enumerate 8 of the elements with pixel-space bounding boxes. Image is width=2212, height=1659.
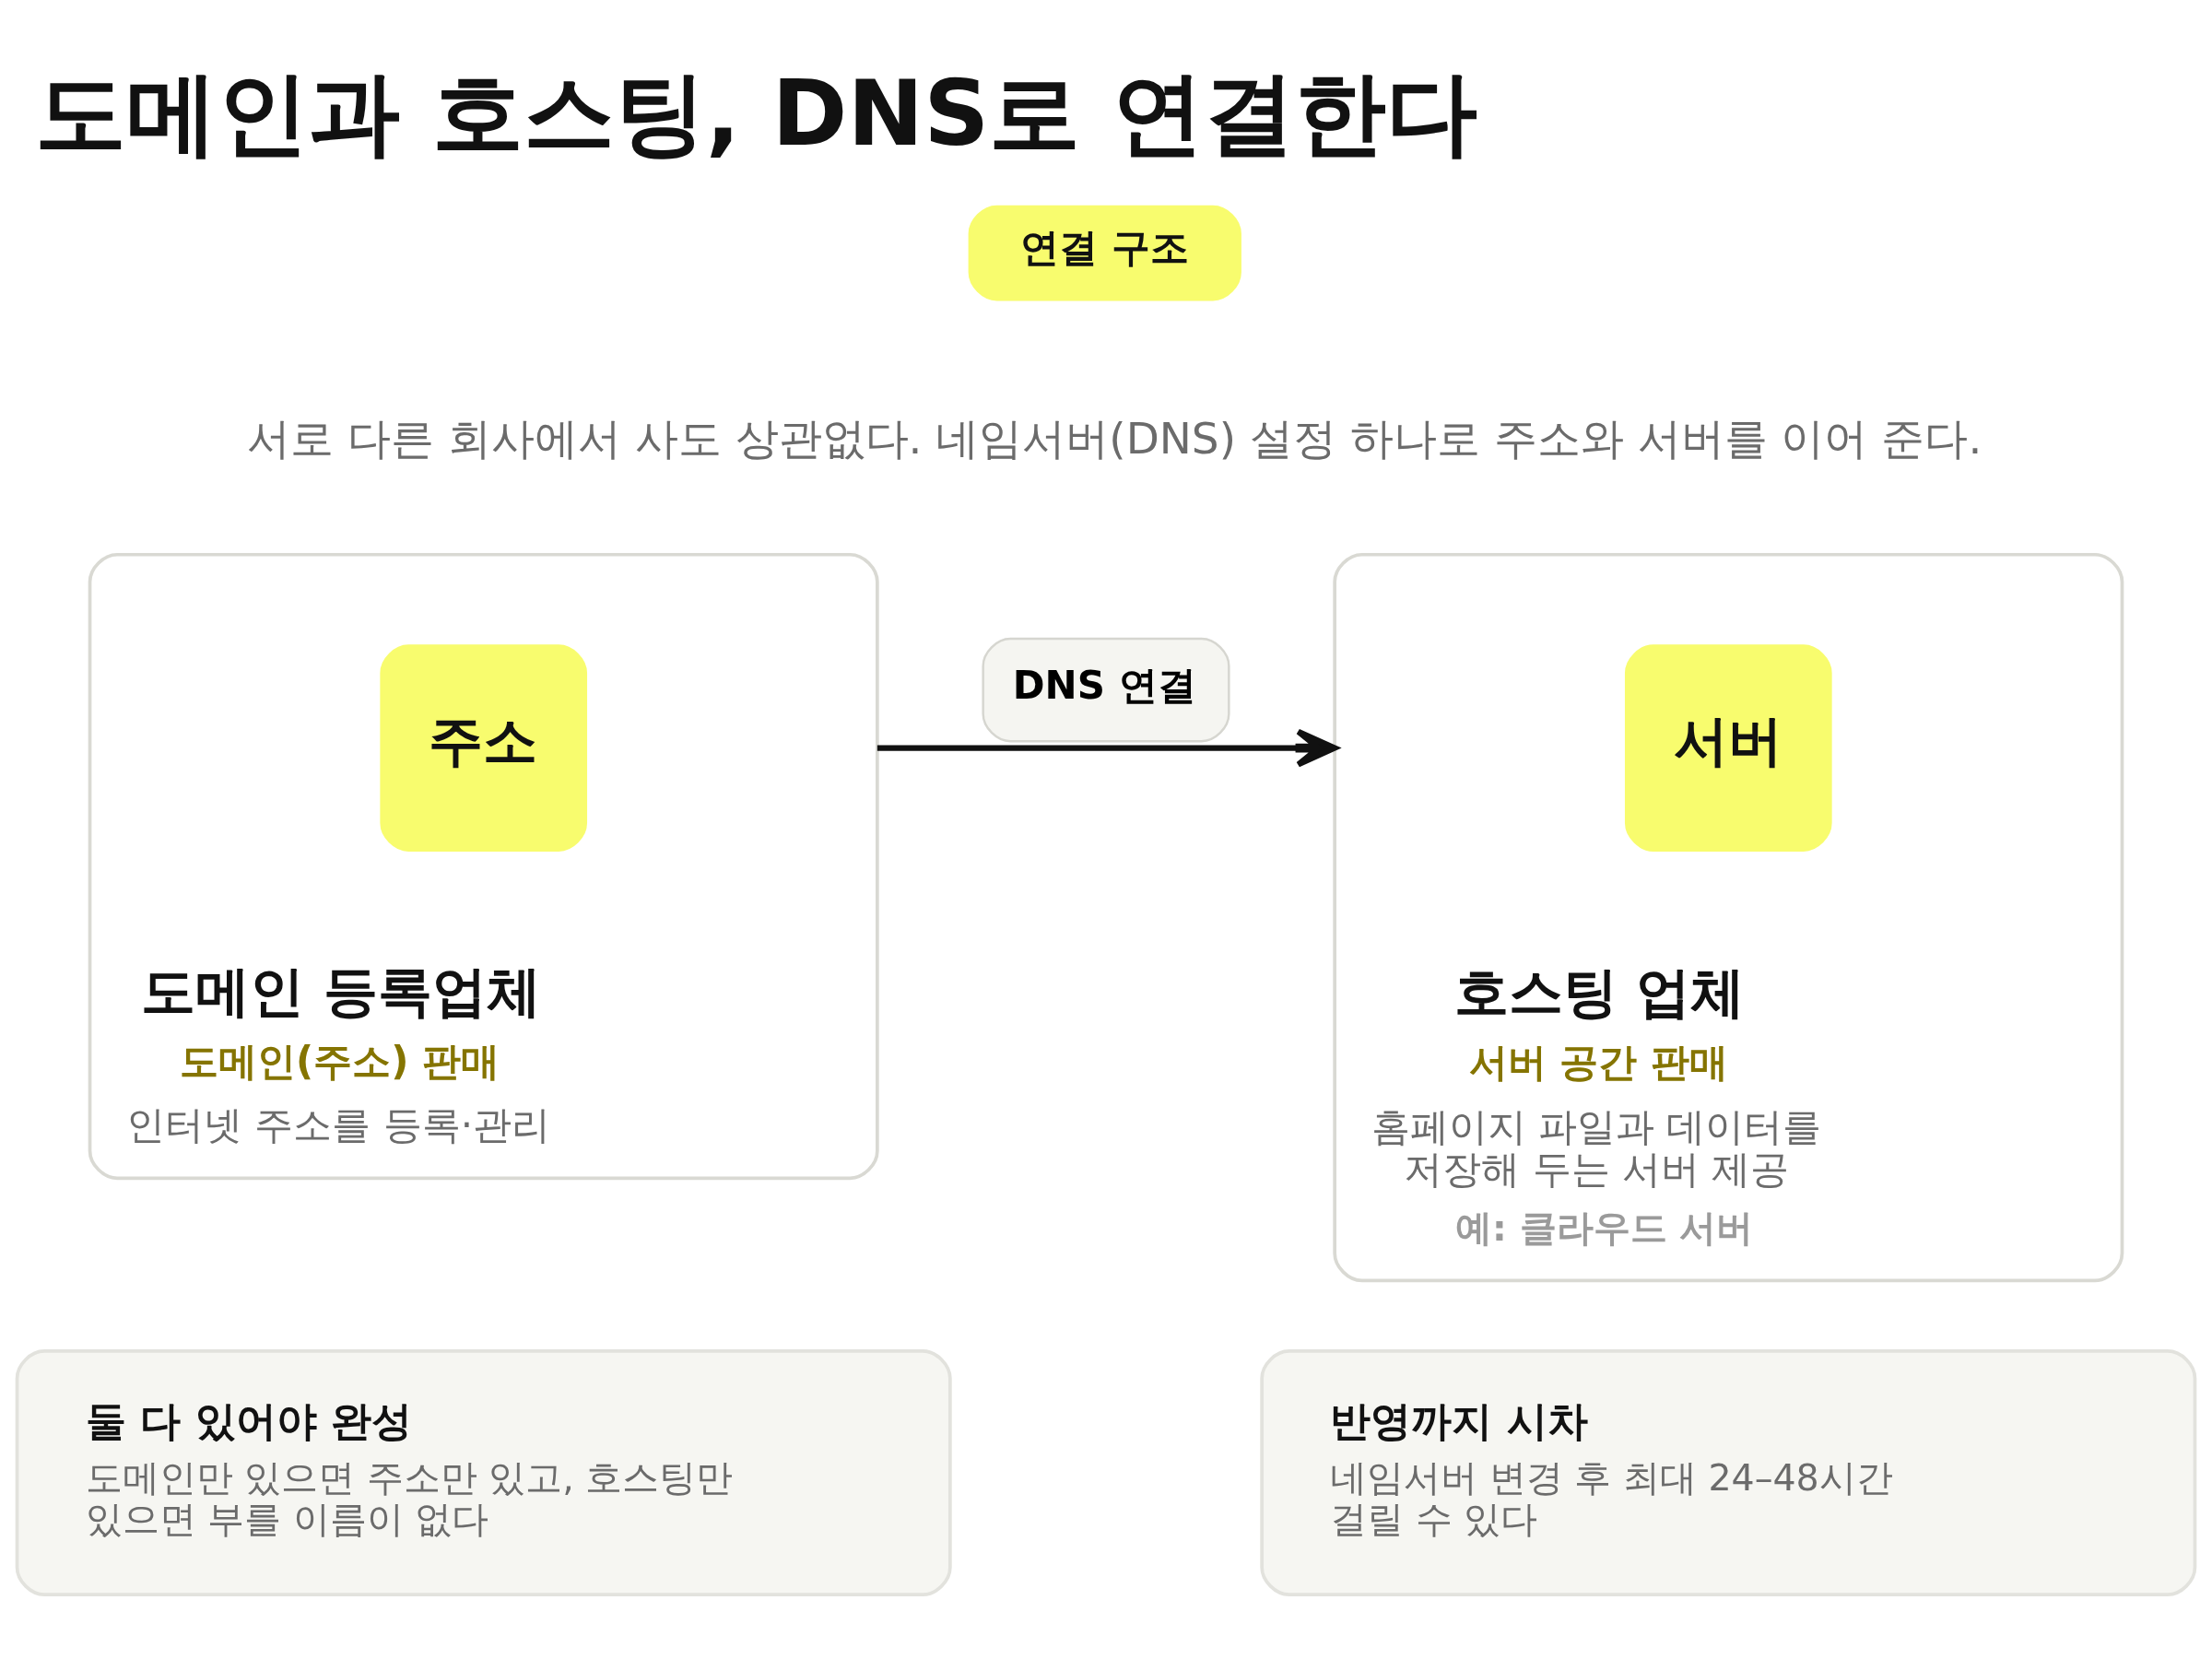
- node-box: 연결 구조: [968, 205, 1241, 300]
- edge-label: DNS 연결: [1012, 662, 1196, 708]
- node-box: 반영까지 시차 네임서버 변경 후 최대 24–48시간 걸릴 수 있다: [1260, 1348, 2197, 1596]
- node-box: 주소: [380, 643, 588, 852]
- diagram-title: 도메인과 호스팅, DNS로 연결한다: [35, 59, 1477, 166]
- label: 서로 다른 회사에서 사도 상관없다. 네임서버(DNS) 설정 하나로 주소와 서버를 이어 준다.: [246, 412, 1983, 464]
- node-box: 서버: [1624, 643, 1832, 852]
- node-box: 둘 다 있어야 완성 도메인만 있으면 주소만 있고, 호스팅만 있으면 부를 이름이 없다: [15, 1348, 952, 1596]
